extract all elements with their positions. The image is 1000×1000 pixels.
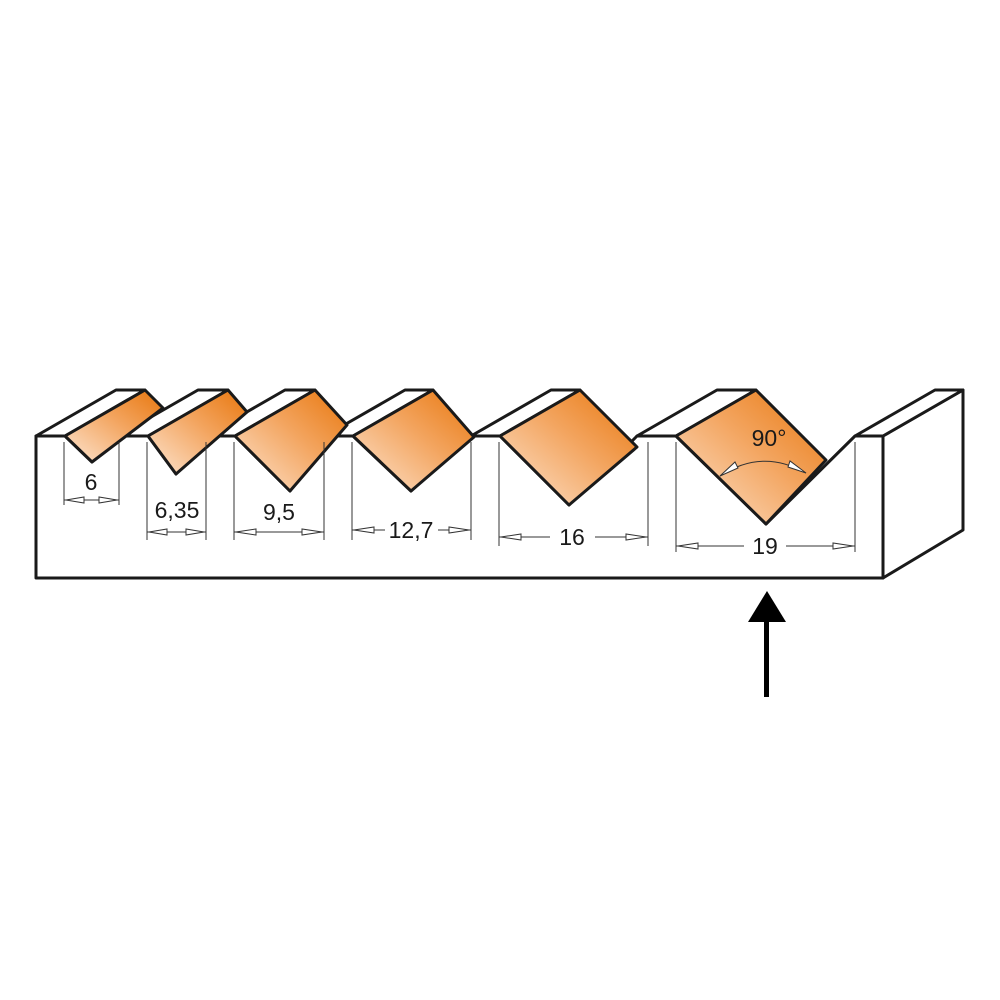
angle-label: 90° bbox=[752, 425, 787, 451]
workpiece-block bbox=[34, 388, 965, 580]
groove-5-width-label: 16 bbox=[559, 524, 585, 550]
groove-face-2 bbox=[146, 388, 249, 476]
groove-2-width-label: 6,35 bbox=[155, 497, 200, 523]
groove-faces bbox=[63, 388, 828, 526]
groove-face-3 bbox=[233, 388, 349, 493]
groove-face-5 bbox=[498, 388, 639, 507]
groove-1-width-label: 6 bbox=[85, 469, 98, 495]
groove-face-1 bbox=[63, 388, 165, 464]
arrow-up-icon bbox=[748, 591, 786, 697]
dimension-labels: 6 6,35 9,5 12,7 16 19 90° bbox=[85, 425, 787, 559]
groove-face-6 bbox=[674, 388, 828, 526]
groove-6-width-label: 19 bbox=[752, 533, 778, 559]
groove-4-width-label: 12,7 bbox=[389, 517, 434, 543]
groove-face-4 bbox=[351, 388, 476, 493]
dimension-lines bbox=[63, 442, 856, 552]
groove-3-width-label: 9,5 bbox=[263, 499, 295, 525]
